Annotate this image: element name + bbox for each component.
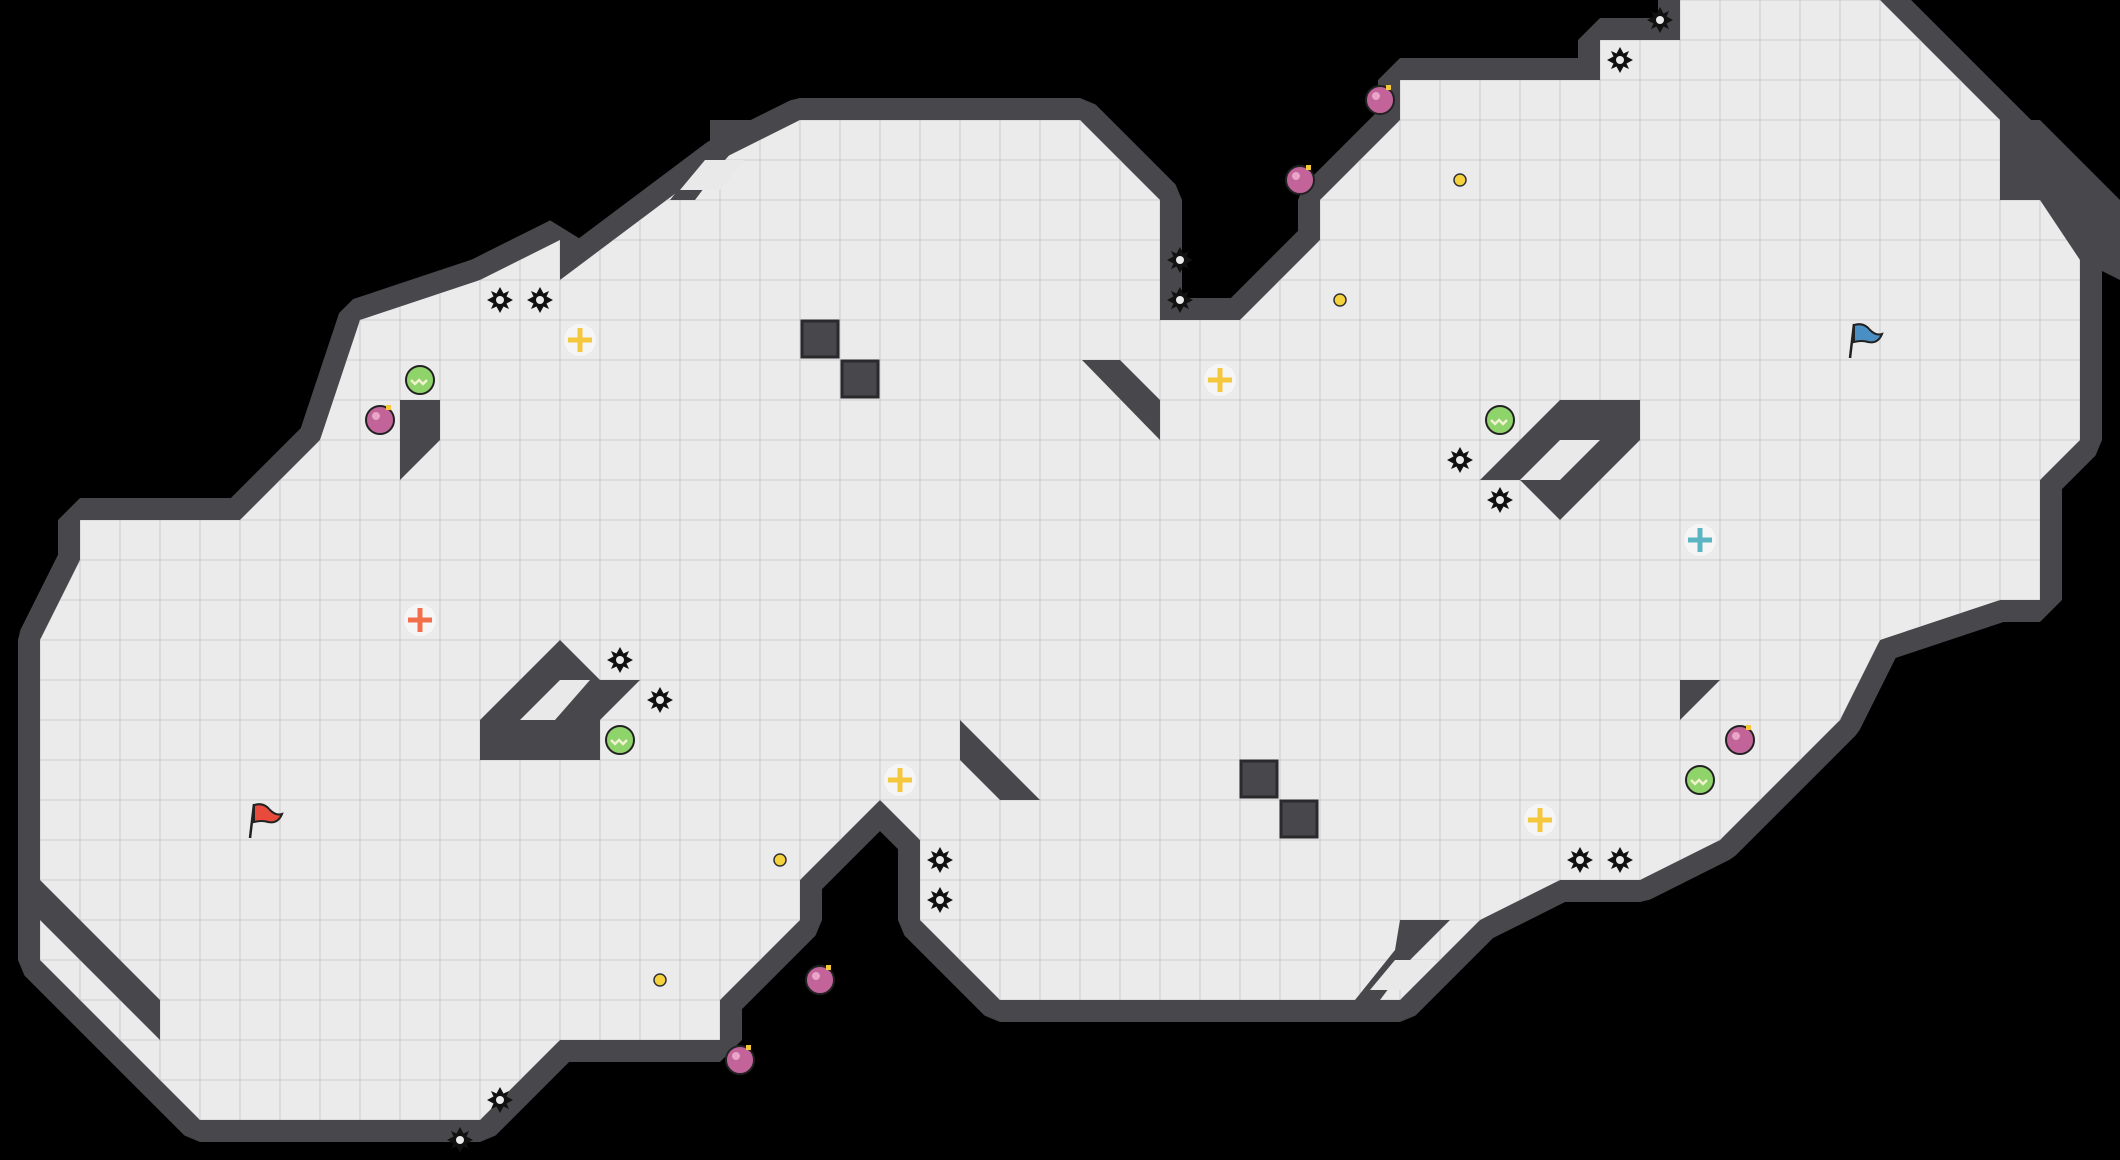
spike-icon — [1167, 247, 1193, 273]
spike-icon — [927, 887, 953, 913]
spike-icon — [527, 287, 553, 313]
spike-icon — [1647, 7, 1673, 33]
spike-icon — [487, 287, 513, 313]
spike-icon — [927, 847, 953, 873]
diagonal-wall — [1680, 680, 1720, 760]
powerup-icon — [884, 764, 916, 796]
token-dot — [653, 973, 667, 987]
inner-wall — [40, 880, 160, 1040]
powerup-icon — [564, 324, 596, 356]
square-block — [800, 319, 840, 359]
token-dot — [1333, 293, 1347, 307]
spike-icon — [1447, 447, 1473, 473]
boost-icon — [1685, 765, 1715, 795]
token-dot — [773, 853, 787, 867]
diamond-hole — [1520, 440, 1600, 480]
diamond-hole — [520, 680, 590, 720]
diagonal-wall — [400, 400, 440, 480]
red-flag-icon — [248, 803, 284, 839]
boost-icon — [405, 365, 435, 395]
spike-icon — [1607, 47, 1633, 73]
bomb-icon — [725, 1045, 755, 1075]
inner-wall — [2000, 120, 2120, 280]
bomb-icon — [1725, 725, 1755, 755]
boost-icon — [1485, 405, 1515, 435]
blue-flag-icon — [1848, 323, 1884, 359]
spike-icon — [1487, 487, 1513, 513]
spike-icon — [487, 1087, 513, 1113]
spike-icon — [1167, 287, 1193, 313]
spike-layer — [447, 7, 1673, 1153]
item-layer — [248, 85, 1884, 1075]
spike-icon — [607, 647, 633, 673]
square-block — [1279, 799, 1319, 839]
token-dot — [1453, 173, 1467, 187]
inner-wall-gap — [1370, 960, 1435, 990]
diagonal-wall — [1082, 360, 1160, 440]
boost-icon — [605, 725, 635, 755]
inner-wall-gap — [680, 160, 745, 190]
bomb-icon — [1285, 165, 1315, 195]
bomb-icon — [365, 405, 395, 435]
bomb-icon — [1365, 85, 1395, 115]
spike-icon — [647, 687, 673, 713]
powerup-icon — [1524, 804, 1556, 836]
bomb-icon — [805, 965, 835, 995]
spike-icon — [447, 1127, 473, 1153]
diagonal-wall — [960, 720, 1040, 800]
red-spawn-icon — [404, 604, 436, 636]
square-block — [1239, 759, 1279, 799]
blue-spawn-icon — [1684, 524, 1716, 556]
spike-icon — [1567, 847, 1593, 873]
spike-icon — [1607, 847, 1633, 873]
square-block — [840, 359, 880, 399]
obstacles — [40, 120, 2120, 1040]
powerup-icon — [1204, 364, 1236, 396]
